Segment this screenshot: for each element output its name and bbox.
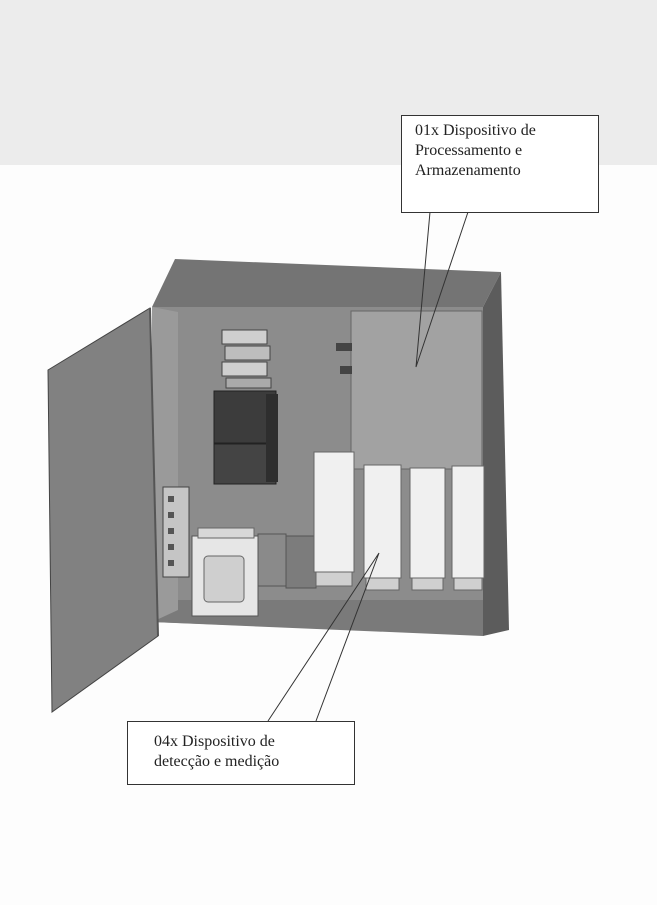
relay-block [221,329,272,389]
callout-pointer-processing [415,211,469,368]
connector-small-1 [336,343,352,351]
contactor-upper [213,390,277,444]
callout-processing-line-2: Processamento e [415,142,523,159]
detection-module-3 [409,467,446,591]
contactor-side [266,394,278,482]
detection-module-4 [451,465,485,591]
cabinet-door [47,307,159,713]
transformer-core [203,555,245,603]
transformer-top [197,527,255,539]
cabinet-top [152,259,501,307]
detection-module-1 [313,451,355,587]
small-box-2 [285,535,317,589]
callout-detection-line-1: 04x Dispositivo de [154,733,275,750]
detection-module-2 [363,464,402,591]
cabinet-right-side [483,272,509,636]
callout-processing-line-3: Armazenamento [415,162,521,179]
callout-processing-line-1: 01x Dispositivo de [415,122,536,139]
callout-pointer-detection [267,552,380,722]
connector-small-2 [340,366,352,374]
callout-detection-measurement: 04x Dispositivo de detecção e medição [127,721,355,785]
contactor-lower [213,443,277,485]
terminal-strip [162,486,190,578]
callout-detection-line-2: detecção e medição [154,753,280,770]
small-box-1 [257,533,287,587]
processing-device-box [350,310,483,470]
door-edge [149,307,159,637]
terminal-strip-screws [168,496,174,566]
callout-processing-storage: 01x Dispositivo de Processamento e Armaz… [401,115,599,213]
